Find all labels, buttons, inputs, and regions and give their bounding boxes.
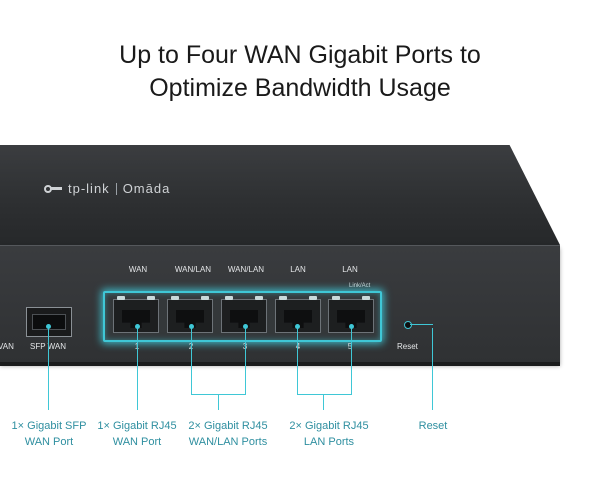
brand-logo: tp-link Omāda bbox=[44, 181, 170, 196]
connector-dot bbox=[295, 324, 300, 329]
connector-line bbox=[297, 394, 352, 395]
port-header-2: WAN/LAN bbox=[174, 265, 212, 274]
callout-sfp-wan: 1× Gigabit SFP WAN Port bbox=[6, 418, 92, 450]
port-header-3: WAN/LAN bbox=[227, 265, 265, 274]
callout-line-2: WAN Port bbox=[112, 436, 162, 448]
led-icon bbox=[332, 296, 340, 300]
tp-link-logo-icon bbox=[44, 183, 62, 195]
sfp-slot bbox=[32, 314, 66, 330]
led-icon bbox=[147, 296, 155, 300]
product-line-name: Omāda bbox=[122, 181, 171, 196]
callout-rj45-lan: 2× Gigabit RJ45 LAN Ports bbox=[284, 418, 374, 450]
connector-line bbox=[191, 328, 192, 394]
callout-line-2: WAN Port bbox=[24, 436, 74, 448]
headline-line-2: Optimize Bandwidth Usage bbox=[149, 73, 451, 102]
connector-line bbox=[432, 328, 433, 410]
headline: Up to Four WAN Gigabit Ports to Optimize… bbox=[0, 39, 600, 105]
reset-button[interactable] bbox=[404, 321, 412, 329]
callout-reset: Reset bbox=[404, 418, 462, 434]
connector-line bbox=[410, 324, 433, 325]
connector-line bbox=[48, 328, 49, 410]
led-icon bbox=[201, 296, 209, 300]
connector-line bbox=[245, 328, 246, 394]
connector-line bbox=[297, 328, 298, 394]
connector-dot bbox=[135, 324, 140, 329]
led-icon bbox=[225, 296, 233, 300]
callout-rj45-wan: 1× Gigabit RJ45 WAN Port bbox=[92, 418, 182, 450]
led-icon bbox=[279, 296, 287, 300]
port-number-5: 5 bbox=[347, 342, 353, 351]
connector-dot bbox=[46, 324, 51, 329]
callout-line-2: WAN/LAN Ports bbox=[188, 436, 268, 448]
led-icon bbox=[255, 296, 263, 300]
brand-name: tp-link bbox=[68, 181, 110, 196]
led-icon bbox=[117, 296, 125, 300]
router-top-face bbox=[0, 145, 560, 245]
port-header-5: LAN bbox=[342, 265, 358, 274]
led-icon bbox=[309, 296, 317, 300]
callout-line-2: LAN Ports bbox=[303, 436, 355, 448]
callout-rj45-wan-lan: 2× Gigabit RJ45 WAN/LAN Ports bbox=[180, 418, 276, 450]
callout-line-1: 1× Gigabit SFP bbox=[11, 420, 87, 432]
router-bottom-edge bbox=[0, 362, 560, 366]
connector-dot bbox=[189, 324, 194, 329]
logo-divider bbox=[115, 182, 117, 195]
headline-line-1: Up to Four WAN Gigabit Ports to bbox=[119, 40, 481, 69]
connector-dot bbox=[243, 324, 248, 329]
sfp-port[interactable] bbox=[26, 307, 72, 337]
callout-line-1: 2× Gigabit RJ45 bbox=[188, 420, 268, 432]
port-number-3: 3 bbox=[235, 342, 255, 351]
left-edge-label: VAN bbox=[0, 342, 14, 351]
connector-line bbox=[218, 394, 219, 410]
led-icon bbox=[171, 296, 179, 300]
port-number-1: 1 bbox=[127, 342, 147, 351]
port-number-4: 4 bbox=[288, 342, 308, 351]
callout-line-1: 2× Gigabit RJ45 bbox=[289, 420, 369, 432]
port-header-1: WAN bbox=[128, 265, 148, 274]
connector-line bbox=[351, 328, 352, 394]
connector-line bbox=[137, 328, 138, 410]
reset-panel-label: Reset bbox=[397, 342, 418, 351]
connector-line bbox=[323, 394, 324, 410]
callout-line-1: 1× Gigabit RJ45 bbox=[97, 420, 177, 432]
callout-line-1: Reset bbox=[418, 420, 448, 432]
port-number-2: 2 bbox=[181, 342, 201, 351]
port-header-4: LAN bbox=[290, 265, 306, 274]
connector-dot bbox=[349, 324, 354, 329]
link-act-label: Link/Act bbox=[349, 283, 371, 289]
led-icon bbox=[362, 296, 370, 300]
